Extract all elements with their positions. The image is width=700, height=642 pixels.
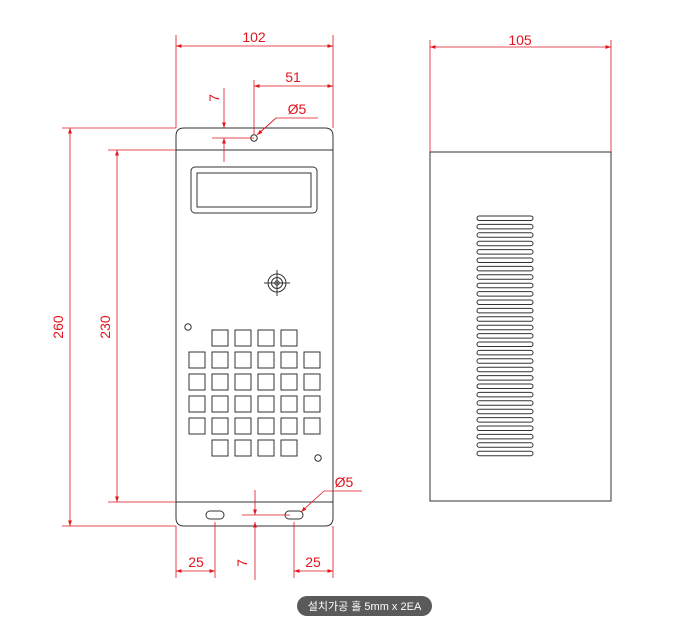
right-small-hole [314, 454, 322, 462]
keypad-key [188, 395, 206, 413]
keypad-key [234, 351, 252, 369]
keypad-key [280, 351, 298, 369]
label-25-left: 25 [188, 554, 204, 570]
label-7-top: 7 [206, 94, 222, 102]
vent-slot [476, 408, 534, 415]
label-d5-bottom: Ø5 [335, 474, 354, 490]
vent-slot [476, 341, 534, 347]
keypad-key [188, 351, 206, 369]
vent-slot [476, 333, 534, 339]
keypad-key [211, 417, 229, 435]
keypad-key [280, 439, 298, 457]
label-51: 51 [285, 69, 301, 85]
vent-slot [476, 240, 534, 247]
vent-slot [476, 274, 534, 280]
vent-slot [476, 425, 534, 431]
keypad-key [303, 351, 321, 369]
keypad-key [257, 417, 275, 435]
keypad-key [211, 373, 229, 391]
label-230: 230 [97, 315, 113, 339]
bottom-slot-left [205, 510, 225, 520]
vent-slot [476, 391, 534, 398]
keypad-grid [188, 329, 321, 457]
vent-slot [476, 383, 534, 389]
vent-slot [476, 442, 534, 448]
vent-slot [476, 299, 534, 305]
front-body-outline [175, 127, 334, 527]
vent-slot [476, 232, 534, 238]
keypad-key [234, 439, 252, 457]
dimension-labels: 102 51 105 7 Ø5 260 230 Ø5 25 25 7 [50, 29, 532, 570]
vent-slots [476, 215, 534, 457]
vent-slot [476, 450, 534, 457]
keypad-key [303, 417, 321, 435]
side-body-outline [429, 151, 612, 502]
keypad-key [257, 329, 275, 347]
keypad-key [188, 417, 206, 435]
label-105: 105 [508, 32, 532, 48]
vent-slot [476, 417, 534, 423]
vent-slot [476, 249, 534, 255]
keypad-key [303, 395, 321, 413]
vent-slot [476, 366, 534, 373]
vent-slot [476, 257, 534, 263]
keypad-key [257, 351, 275, 369]
keypad-key [280, 329, 298, 347]
vent-slot [476, 433, 534, 440]
keypad-key [280, 417, 298, 435]
keypad-key [280, 395, 298, 413]
vent-slot [476, 324, 534, 331]
vent-slot [476, 316, 534, 322]
keypad-key [211, 395, 229, 413]
vent-slot [476, 215, 534, 221]
dimension-lines [62, 35, 612, 580]
keypad-key [234, 329, 252, 347]
keypad-key [211, 439, 229, 457]
label-102: 102 [242, 29, 266, 45]
front-view [175, 127, 334, 527]
keypad-key [257, 373, 275, 391]
left-small-hole [184, 323, 192, 331]
keypad-key [257, 439, 275, 457]
label-d5-top: Ø5 [288, 101, 307, 117]
display-window-outer [190, 166, 318, 214]
keypad-key [234, 395, 252, 413]
side-view [429, 151, 612, 502]
vent-slot [476, 282, 534, 289]
caption-badge: 설치가공 홀 5mm x 2EA [297, 596, 432, 616]
label-25-right: 25 [305, 554, 321, 570]
keypad-key [257, 395, 275, 413]
vent-slot [476, 223, 534, 230]
speaker-target-icon [264, 270, 290, 296]
vent-slot [476, 307, 534, 314]
keypad-key [211, 351, 229, 369]
label-7-bottom: 7 [234, 559, 250, 567]
vent-slot [476, 291, 534, 297]
vent-slot [476, 349, 534, 356]
label-260: 260 [50, 315, 66, 339]
leader-bottom-hole [300, 490, 325, 513]
keypad-key [280, 373, 298, 391]
keypad-key [234, 417, 252, 435]
keypad-key [303, 373, 321, 391]
vent-slot [476, 358, 534, 364]
keypad-key [211, 329, 229, 347]
keypad-key [234, 373, 252, 391]
keypad-key [188, 373, 206, 391]
vent-slot [476, 400, 534, 406]
vent-slot [476, 375, 534, 381]
vent-slot [476, 265, 534, 272]
display-window-inner [196, 172, 312, 208]
